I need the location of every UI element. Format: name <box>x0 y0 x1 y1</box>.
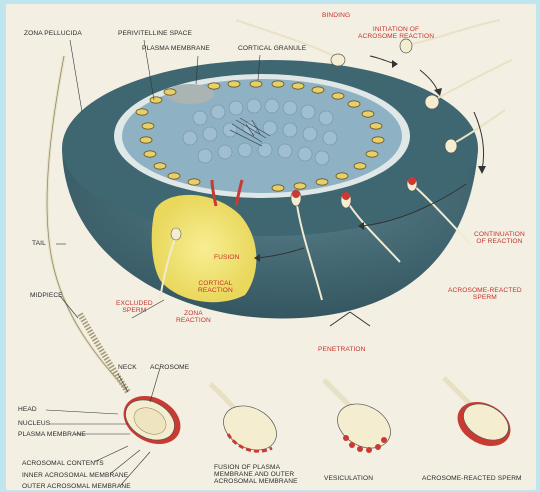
label-plasma-membrane-top: PLASMA MEMBRANE <box>142 45 210 52</box>
label-tail: TAIL <box>32 240 46 247</box>
label-midpiece: MIDPIECE <box>30 292 63 299</box>
label-acrosomal-contents: ACROSOMAL CONTENTS <box>22 460 104 467</box>
label-perivitelline-space: PERIVITELLINE SPACE <box>118 30 192 37</box>
label-binding: BINDING <box>322 12 350 19</box>
label-outer-acrosomal-membrane: OUTER ACROSOMAL MEMBRANE <box>22 483 131 490</box>
label-zona-reaction: ZONA REACTION <box>176 310 211 324</box>
label-neck: NECK <box>118 364 137 371</box>
acrosome-reaction-stages <box>210 378 518 459</box>
label-zona-pellucida: ZONA PELLUCIDA <box>24 30 82 37</box>
label-inner-acrosomal-membrane: INNER ACROSOMAL MEMBRANE <box>22 472 128 479</box>
label-head: HEAD <box>18 406 37 413</box>
label-fusion-of-membranes: FUSION OF PLASMA MEMBRANE AND OUTER ACRO… <box>214 464 298 486</box>
label-excluded-sperm: EXCLUDED SPERM <box>116 300 153 314</box>
label-penetration: PENETRATION <box>318 346 366 353</box>
label-plasma-membrane-bottom: PLASMA MEMBRANE <box>18 431 86 438</box>
label-cortical-reaction: CORTICAL REACTION <box>198 280 233 294</box>
label-vesiculation: VESICULATION <box>324 475 373 482</box>
label-continuation: CONTINUATION OF REACTION <box>474 231 525 245</box>
label-acrosome-reacted-sperm-right: ACROSOME-REACTED SPERM <box>448 287 522 301</box>
label-acrosome: ACROSOME <box>150 364 189 371</box>
label-cortical-granule: CORTICAL GRANULE <box>238 45 306 52</box>
label-initiation: INITIATION OF ACROSOME REACTION <box>358 26 434 40</box>
label-fusion: FUSION <box>214 254 240 261</box>
label-acrosome-reacted-sperm-bottom: ACROSOME-REACTED SPERM <box>422 475 522 482</box>
label-nucleus: NUCLEUS <box>18 420 50 427</box>
